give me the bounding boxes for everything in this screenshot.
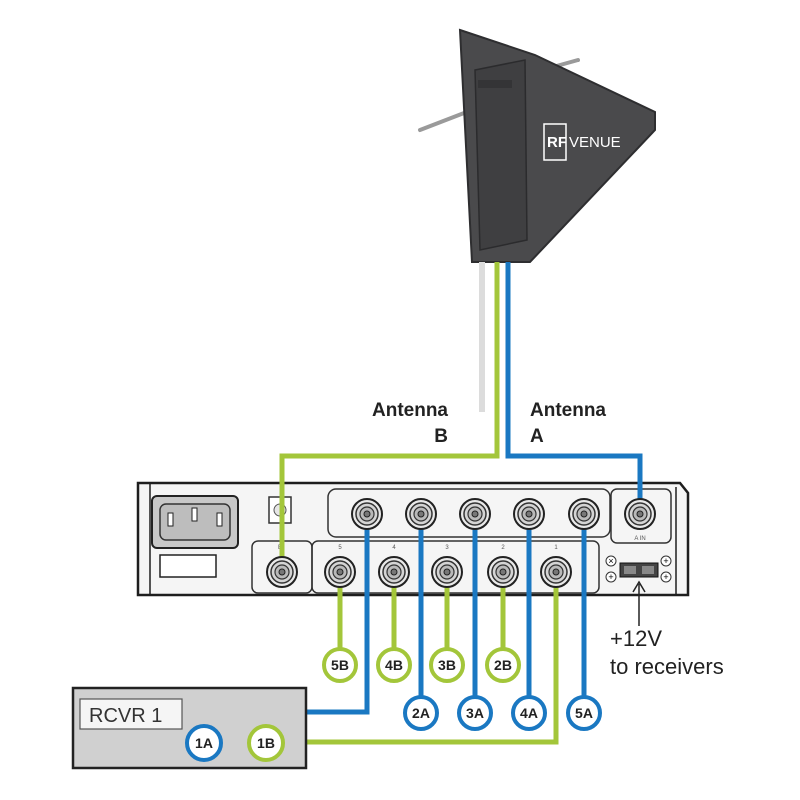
port-number-4: 4 <box>392 545 396 551</box>
antenna-front-panel <box>474 59 528 251</box>
receiver-port-b: 1B <box>247 724 285 762</box>
svg-text:3B: 3B <box>438 657 456 673</box>
svg-text:5A: 5A <box>575 705 593 721</box>
b-row-panel <box>311 540 600 594</box>
screw-icon: + <box>608 572 613 582</box>
screw-icon <box>660 555 672 567</box>
antenna: RF VENUE <box>418 28 656 263</box>
distro-chassis: 5 4 3 2 1 B A IN × + + + <box>136 481 690 597</box>
bnc-b-in <box>266 556 298 588</box>
svg-text:4A: 4A <box>520 705 538 721</box>
bnc-b-port-5 <box>324 556 356 588</box>
output-a-badge: 4A <box>511 695 547 731</box>
bnc-a-port-3 <box>459 498 491 530</box>
port-number-3: 3 <box>445 545 449 551</box>
bnc-b-port-4 <box>378 556 410 588</box>
antenna-b-label-line1: Antenna <box>372 400 448 421</box>
power-label-line2: to receivers <box>610 654 724 679</box>
bnc-connectors <box>266 498 656 588</box>
screw-icon <box>660 571 672 583</box>
power-label-line1: +12V <box>610 626 662 651</box>
antenna-a-label-line2: A <box>530 426 544 447</box>
power-pin <box>216 512 223 527</box>
svg-text:5B: 5B <box>331 657 349 673</box>
input-a-label: A IN <box>634 536 645 542</box>
brand-logo-box <box>543 123 567 161</box>
a-row-panel <box>327 488 611 538</box>
svg-text:1A: 1A <box>195 735 213 751</box>
receiver-port-a: 1A <box>185 724 223 762</box>
antenna-a-label-line1: Antenna <box>530 400 606 421</box>
bnc-b-port-3 <box>431 556 463 588</box>
antenna-slot <box>478 80 512 88</box>
power-inlet-inner <box>159 503 231 541</box>
antenna-b-label-line2: B <box>434 426 448 447</box>
bnc-a-in <box>624 498 656 530</box>
cable-antenna-a <box>505 262 643 514</box>
dc-jack-pin <box>624 566 636 574</box>
svg-text:1B: 1B <box>257 735 275 751</box>
port-number-1: 1 <box>554 545 558 551</box>
output-a-badge: 5A <box>566 695 602 731</box>
screw-icon: + <box>663 572 668 582</box>
screw-icon <box>605 555 617 567</box>
bnc-b-port-2 <box>487 556 519 588</box>
bnc-a-port-2 <box>405 498 437 530</box>
output-a-badge: 3A <box>457 695 493 731</box>
screw-icon <box>605 571 617 583</box>
output-a-badge: 2A <box>403 695 439 731</box>
bnc-a-port-4 <box>513 498 545 530</box>
screw-icon: × <box>608 556 613 566</box>
port-number-5: 5 <box>338 545 342 551</box>
output-b-badge: 5B <box>322 647 358 683</box>
output-b-badge: 2B <box>485 647 521 683</box>
receiver-name: RCVR 1 <box>89 705 162 727</box>
dc-power-connector: × + + + <box>605 555 672 583</box>
receiver-name-box <box>79 698 183 730</box>
bnc-a-port-5 <box>568 498 600 530</box>
svg-text:2B: 2B <box>494 657 512 673</box>
bnc-a-port-1 <box>351 498 383 530</box>
brand-rf: RF <box>547 134 567 151</box>
power-switch-plate <box>159 554 217 578</box>
receiver: RCVR 1 1A 1B <box>71 686 308 770</box>
bnc-b-port-1 <box>540 556 572 588</box>
output-b-badge: 4B <box>376 647 412 683</box>
port-number-2: 2 <box>501 545 505 551</box>
power-pin <box>167 512 174 527</box>
cable-out-1b <box>285 572 559 745</box>
output-b-badge: 3B <box>429 647 465 683</box>
svg-text:2A: 2A <box>412 705 430 721</box>
dc-jack-pin <box>642 566 654 574</box>
svg-text:3A: 3A <box>466 705 484 721</box>
brand-name: VENUE <box>569 134 621 151</box>
power-pin <box>191 507 198 522</box>
power-arrow <box>632 580 646 626</box>
svg-text:4B: 4B <box>385 657 403 673</box>
cable-antenna-b <box>279 262 500 572</box>
screw-icon: + <box>663 556 668 566</box>
